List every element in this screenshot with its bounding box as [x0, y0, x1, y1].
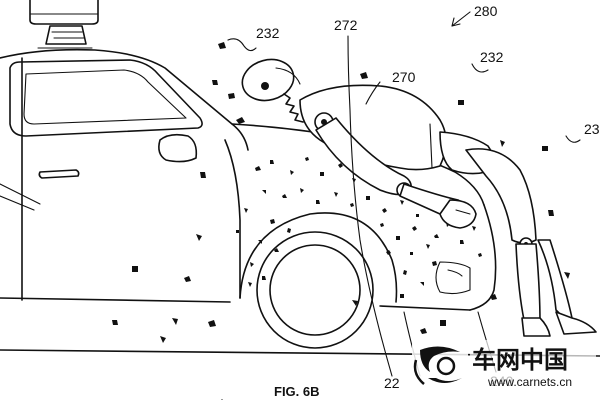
- vehicle-body: [0, 48, 497, 400]
- ref-numeral-270: 270: [392, 69, 416, 85]
- figure-caption: FIG. 6B: [274, 384, 320, 399]
- roof-sensor: [29, 0, 99, 49]
- ref-numeral-232-top: 232: [256, 25, 280, 41]
- watermark-url: www.carnets.cn: [487, 375, 572, 389]
- ref-numeral-23-partial: 23: [584, 121, 600, 137]
- ref-numeral-232-right: 232: [480, 49, 504, 65]
- ref-numeral-272: 272: [334, 17, 358, 33]
- watermark: 车网中国 www.carnets.cn: [412, 340, 596, 392]
- carnets-logo-icon: [412, 344, 468, 392]
- pedestrian-figure: [241, 58, 597, 337]
- ref-numeral-22-partial: 22: [384, 375, 400, 391]
- ref-numeral-280: 280: [474, 3, 498, 19]
- watermark-brand: 车网中国: [472, 346, 568, 374]
